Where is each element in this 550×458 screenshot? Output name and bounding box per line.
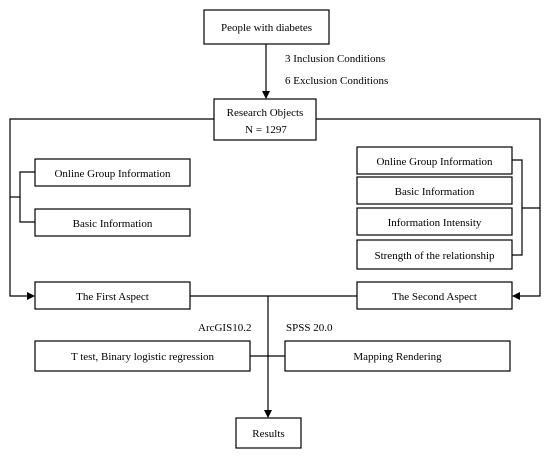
research-objects-box: [213, 98, 317, 141]
results-label: Results: [252, 428, 284, 440]
sample-size-label: N = 1297: [245, 124, 287, 136]
second-aspect-label: The Second Aspect: [392, 291, 477, 303]
people-with-diabetes-label: People with diabetes: [221, 22, 312, 34]
left-basic-info-label: Basic Information: [73, 218, 153, 230]
first-aspect-label: The First Aspect: [76, 291, 149, 303]
relationship-strength-label: Strength of the relationship: [374, 250, 495, 262]
first-aspect-box: [34, 281, 191, 310]
left-group-bracket: [19, 171, 35, 223]
information-intensity-label: Information Intensity: [388, 217, 482, 229]
right-basic-info-box: [356, 176, 513, 205]
mapping-rendering-box: [284, 340, 511, 372]
spss-label: SPSS 20.0: [286, 322, 333, 334]
second-aspect-box: [356, 281, 513, 310]
left-basic-info-box: [34, 208, 191, 237]
information-intensity-box: [356, 207, 513, 236]
right-basic-info-label: Basic Information: [395, 186, 475, 198]
results-box: [235, 417, 302, 449]
t-test-regression-label: T test, Binary logistic regression: [71, 351, 215, 363]
right-online-group-label: Online Group Information: [376, 156, 493, 168]
left-online-group-box: [34, 158, 191, 187]
relationship-strength-box: [356, 239, 513, 270]
right-group-bracket: [512, 159, 523, 256]
exclusion-conditions-label: 6 Exclusion Conditions: [285, 75, 388, 87]
people-with-diabetes-box: [203, 9, 330, 45]
right-online-group-box: [356, 146, 513, 175]
research-objects-label: Research Objects: [227, 107, 304, 119]
research-to-first-aspect-connector: [9, 118, 214, 300]
arcgis-label: ArcGIS10.2: [198, 322, 251, 334]
inclusion-conditions-label: 3 Inclusion Conditions: [285, 53, 385, 65]
left-online-group-label: Online Group Information: [54, 168, 171, 180]
mapping-rendering-label: Mapping Rendering: [353, 351, 442, 363]
